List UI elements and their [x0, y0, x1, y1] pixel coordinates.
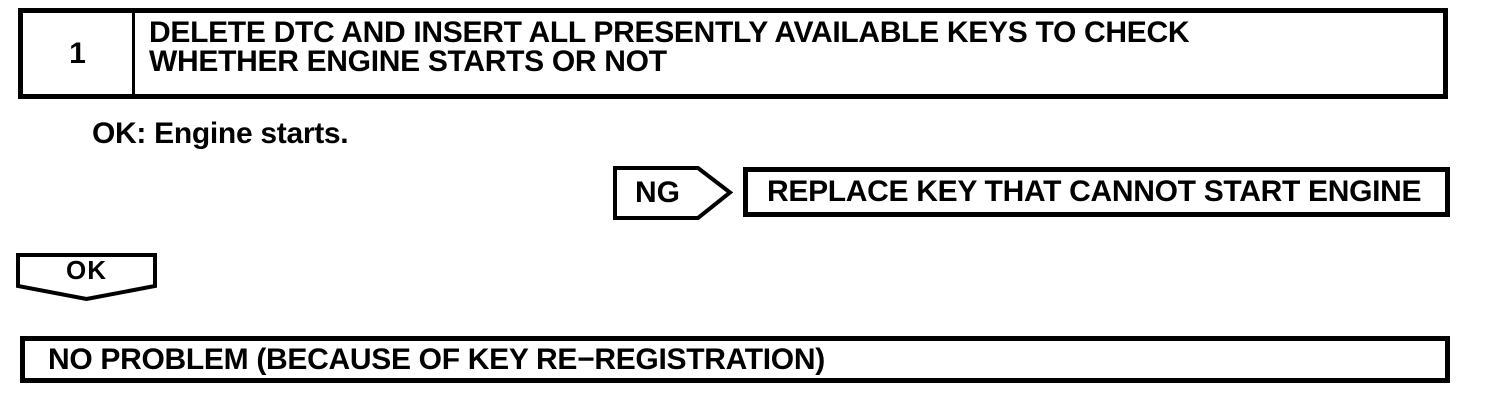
- step-number: 1: [23, 13, 135, 94]
- ng-action-text: REPLACE KEY THAT CANNOT START ENGINE: [767, 175, 1422, 208]
- ng-arrow-shape: [613, 166, 733, 220]
- step-box: 1 DELETE DTC AND INSERT ALL PRESENTLY AV…: [18, 8, 1448, 99]
- step-instruction-line-2: WHETHER ENGINE STARTS OR NOT: [149, 45, 667, 78]
- ok-connector: OK: [16, 253, 157, 301]
- ok-connector-label: OK: [66, 255, 107, 285]
- ok-condition-text: OK: Engine starts.: [92, 117, 349, 150]
- step-instruction-line-1: DELETE DTC AND INSERT ALL PRESENTLY AVAI…: [149, 16, 1190, 49]
- ok-banner-shape: [16, 253, 157, 301]
- step-instruction: DELETE DTC AND INSERT ALL PRESENTLY AVAI…: [135, 13, 1443, 94]
- ng-connector-label: NG: [635, 175, 680, 209]
- ng-action-box: REPLACE KEY THAT CANNOT START ENGINE: [743, 167, 1450, 217]
- result-text: NO PROBLEM (BECAUSE OF KEY RE−REGISTRATI…: [48, 342, 825, 376]
- ng-connector: NG: [613, 166, 733, 220]
- result-box: NO PROBLEM (BECAUSE OF KEY RE−REGISTRATI…: [20, 336, 1450, 383]
